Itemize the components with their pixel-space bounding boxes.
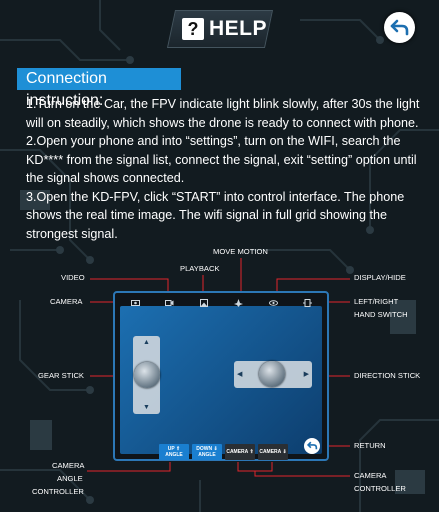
label-hand-switch-line1: LEFT/RIGHT — [354, 297, 399, 306]
label-move-motion: MOVE MOTION — [213, 247, 268, 256]
label-playback: PLAYBACK — [180, 264, 220, 273]
display-hide-icon — [268, 299, 278, 307]
return-arrow-icon — [306, 441, 317, 450]
instruction-step-1: 1.Turn on the Car, the FPV indicate ligh… — [26, 97, 420, 130]
gear-stick: ▲ ▼ — [133, 336, 160, 414]
label-gear-stick: GEAR STICK — [38, 371, 84, 380]
arrow-up-icon: ▲ — [143, 339, 150, 346]
arrow-down-icon: ▼ — [143, 404, 150, 411]
instruction-step-3: 3.Open the KD-FPV, click “START” into co… — [26, 189, 405, 241]
label-display-hide: DISPLAY/HIDE — [354, 273, 406, 282]
back-button[interactable] — [384, 12, 415, 43]
label-video: VIDEO — [61, 273, 85, 282]
direction-stick-knob — [259, 361, 285, 387]
label-cam-ctrl-line2: CONTROLLER — [354, 484, 406, 493]
video-icon — [165, 299, 175, 307]
arrow-left-icon: ◀ — [237, 371, 243, 378]
back-arrow-icon — [390, 19, 408, 35]
label-angle-ctrl-line2: ANGLE — [57, 474, 83, 483]
playback-icon — [199, 298, 209, 307]
camera-icon — [130, 299, 140, 307]
direction-stick: ◀ ▶ — [234, 361, 312, 388]
gear-stick-knob — [134, 362, 160, 388]
camera-down-button: CAMERA ⇓ — [258, 444, 288, 460]
label-return: RETURN — [354, 441, 386, 450]
up-angle-button: UP ⇑ ANGLE — [159, 444, 189, 460]
arrow-right-icon: ▶ — [303, 371, 309, 378]
instruction-step-2: 2.Open your phone and into “settings”, t… — [26, 134, 417, 185]
label-camera: CAMERA — [50, 297, 83, 306]
label-angle-ctrl-line1: CAMERA — [52, 461, 85, 470]
down-angle-label: DOWN ⇓ — [196, 446, 218, 452]
screen-return-button — [304, 438, 320, 454]
move-motion-icon — [234, 298, 244, 307]
camera-control-buttons: UP ⇑ ANGLE DOWN ⇓ ANGLE CAMERA ⇑ CAMERA … — [159, 444, 288, 460]
camera-up-button: CAMERA ⇑ — [225, 444, 255, 460]
down-angle-button: DOWN ⇓ ANGLE — [192, 444, 222, 460]
section-title: Connection instruction: — [17, 68, 181, 109]
hand-switch-icon — [303, 298, 313, 307]
label-hand-switch-line2: HAND SWITCH — [354, 310, 408, 319]
down-angle-sublabel: ANGLE — [198, 452, 216, 458]
instructions-text: 1.Turn on the Car, the FPV indicate ligh… — [26, 95, 430, 243]
screen-toolbar — [118, 296, 325, 309]
label-angle-ctrl-line3: CONTROLLER — [32, 487, 84, 496]
up-angle-label: UP ⇑ — [167, 446, 181, 452]
label-cam-ctrl-line1: CAMERA — [354, 471, 387, 480]
label-direction-stick: DIRECTION STICK — [354, 371, 421, 380]
up-angle-sublabel: ANGLE — [165, 452, 183, 458]
